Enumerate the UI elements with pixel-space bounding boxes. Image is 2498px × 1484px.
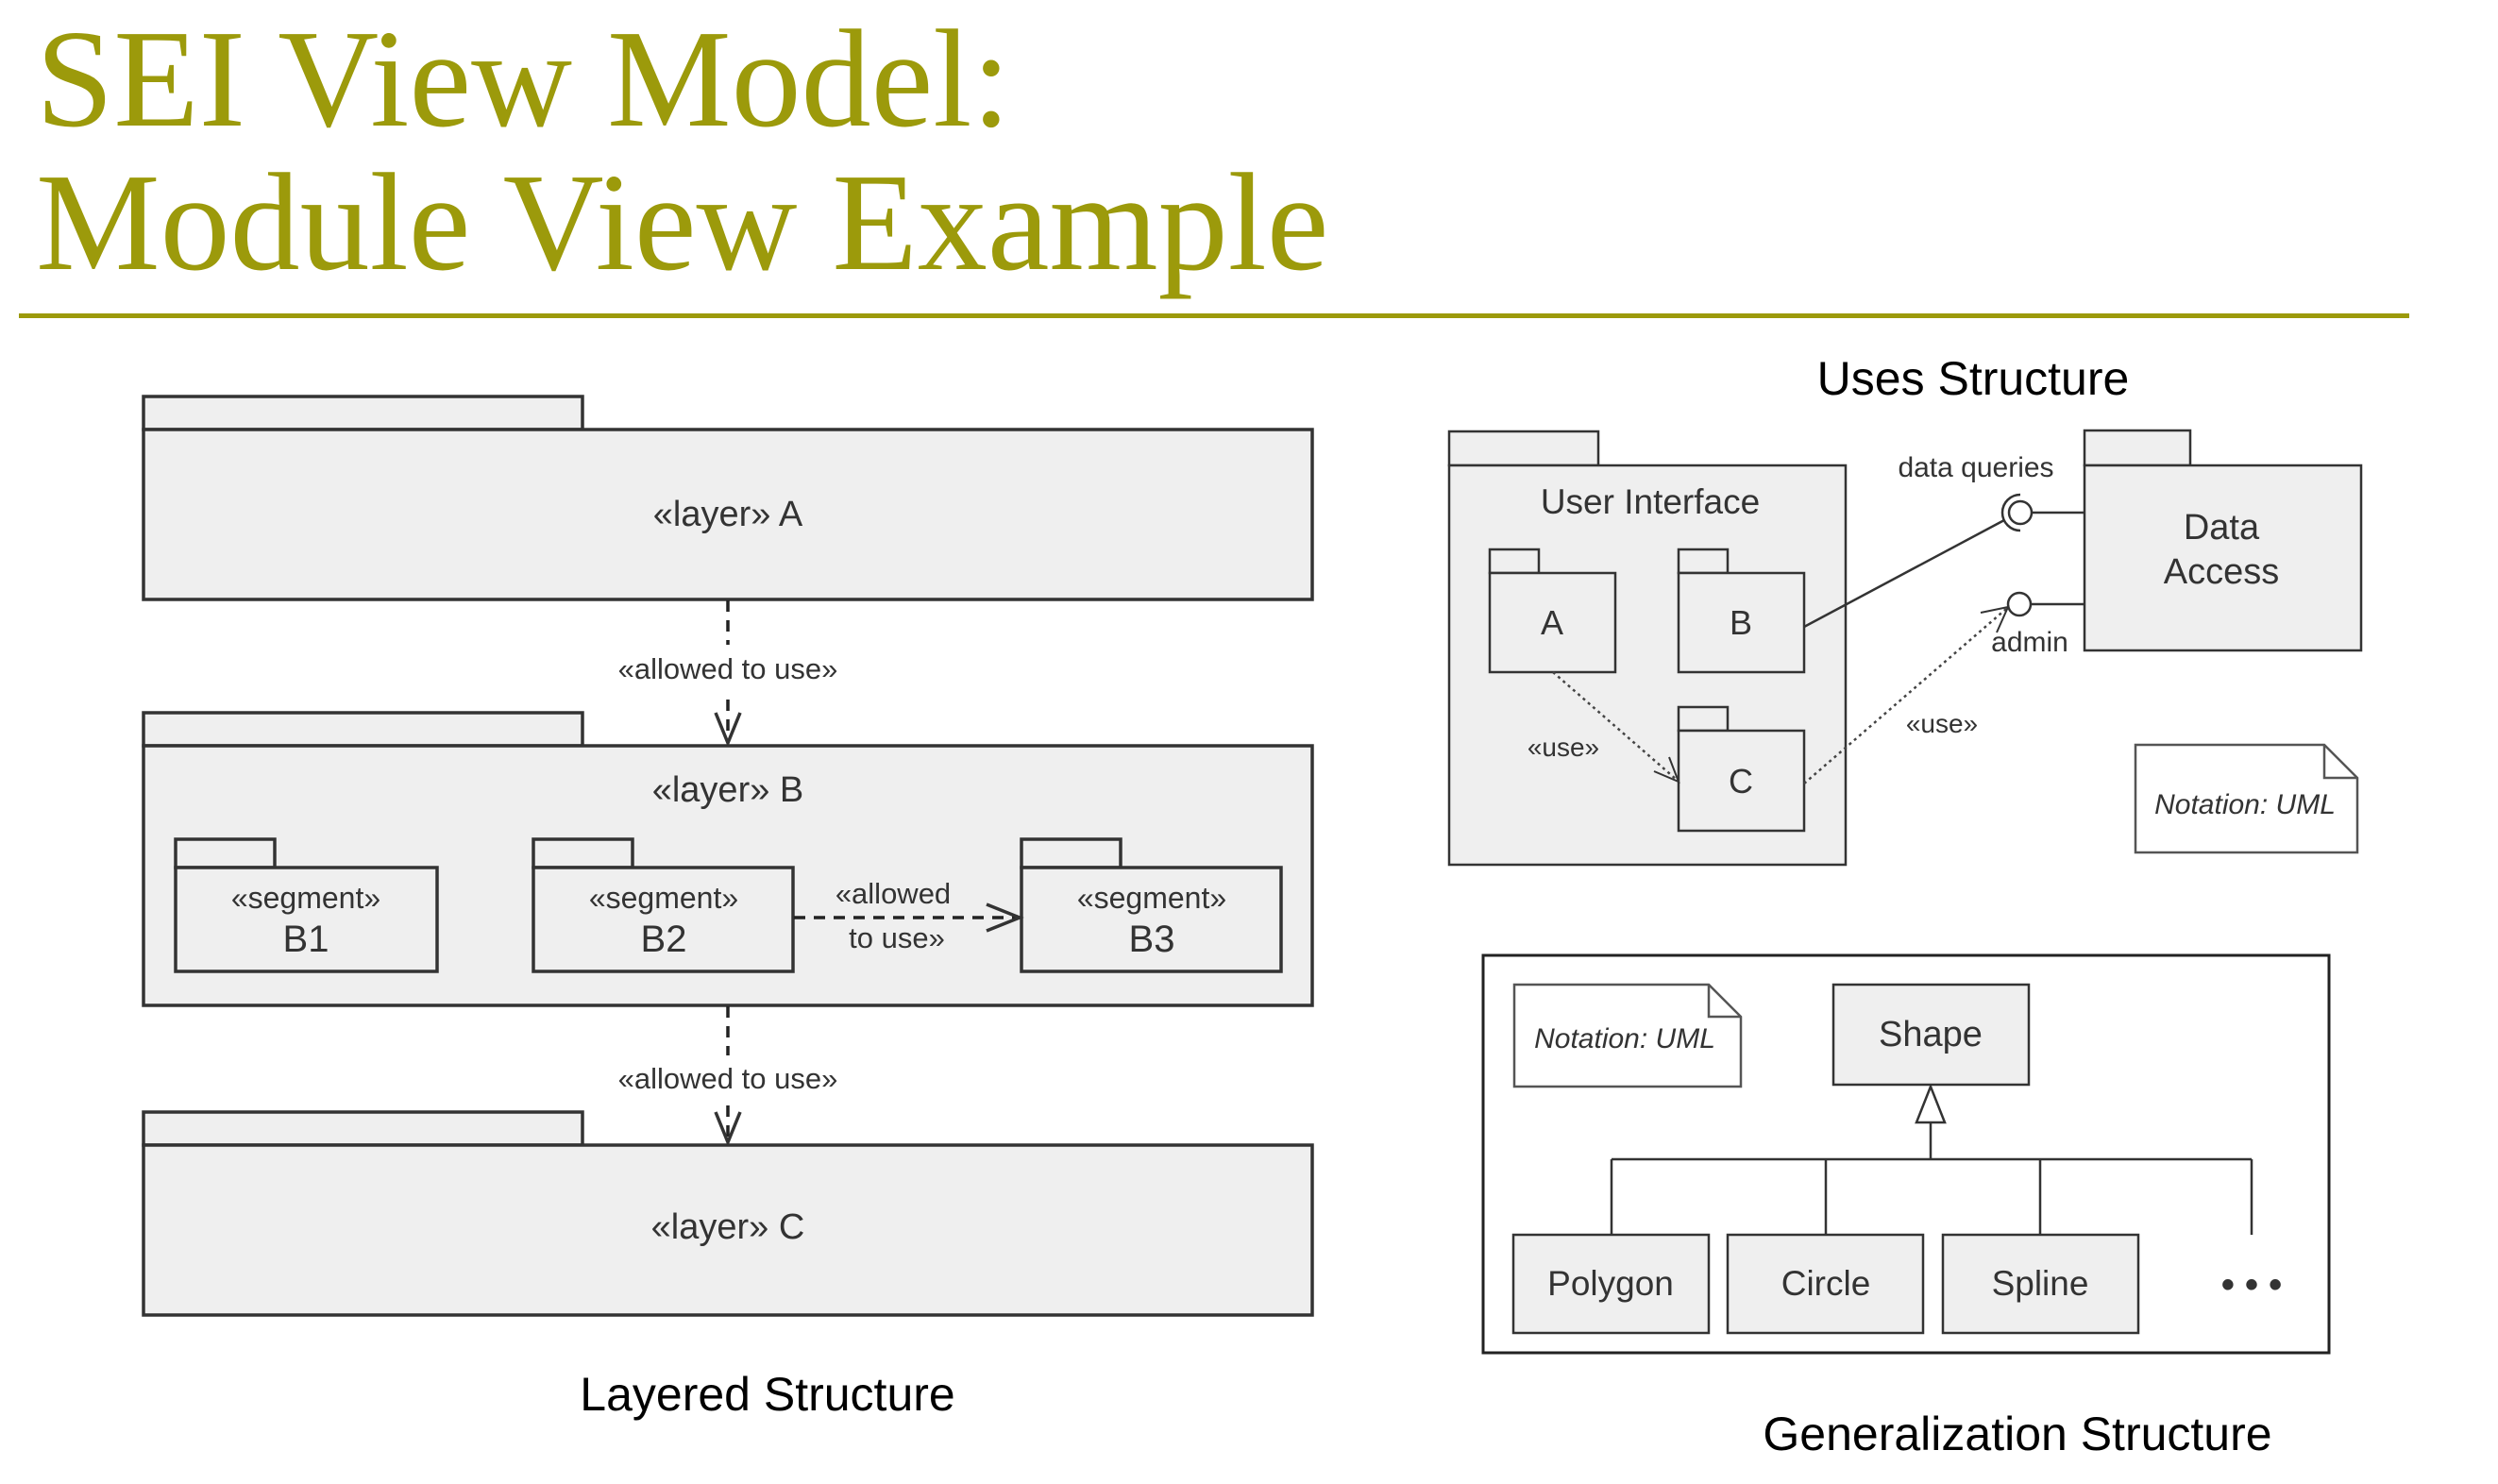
layer-a-label: «layer» A: [653, 495, 803, 534]
polygon-class-label: Polygon: [1547, 1264, 1674, 1303]
layer-c-package: «layer» C: [142, 1110, 1314, 1317]
layer-b-label: «layer» B: [652, 770, 804, 810]
module-b: B: [1677, 548, 1806, 674]
uses-notation-label: Notation: UML: [2154, 789, 2336, 820]
allowed-to-use-arrow-ab: «allowed to use»: [604, 600, 852, 748]
module-c: C: [1677, 705, 1806, 833]
uses-structure-caption: Uses Structure: [1817, 352, 2130, 405]
data-queries-label: data queries: [1898, 452, 2053, 483]
layer-c-label: «layer» C: [651, 1207, 805, 1247]
layer-a-package: «layer» A: [142, 395, 1314, 601]
data-access-package: Data Access: [2083, 429, 2363, 652]
uses-structure: Uses Structure User Interface A B: [1447, 352, 2363, 867]
module-c-label: C: [1729, 762, 1753, 801]
segment-b3-name: B3: [1129, 919, 1175, 960]
allowed-to-use-arrow-b2-b3: «allowed to use»: [794, 877, 1024, 954]
layered-structure: «layer» A «allowed to use» «layer» B «se…: [142, 395, 1314, 1421]
circle-class: Circle: [1726, 1233, 1925, 1335]
segment-b1-stereotype: «segment»: [231, 881, 380, 915]
generalization-notation-note: Notation: UML: [1512, 983, 1743, 1088]
generalization-structure-caption: Generalization Structure: [1763, 1408, 2271, 1460]
generalization-tree: [1610, 1083, 2253, 1235]
admin-label: admin: [1991, 627, 2068, 658]
use-label-a-c: «use»: [1527, 733, 1599, 762]
title-line-2: Module View Example: [36, 145, 1329, 300]
circle-class-label: Circle: [1781, 1264, 1871, 1303]
layer-b-package: «layer» B «segment» B1 «segment» B2: [142, 711, 1314, 1007]
spline-class: Spline: [1941, 1233, 2140, 1335]
generalization-structure: Notation: UML Shape Polygon: [1481, 953, 2331, 1460]
allowed-to-use-label-b2-b3-line1: «allowed: [835, 877, 951, 910]
use-arrow-a-to-c: «use»: [1527, 671, 1680, 784]
data-access-label-line1: Data: [2184, 508, 2260, 548]
more-classes-ellipsis: • • •: [2221, 1264, 2282, 1306]
module-a: A: [1488, 548, 1617, 674]
allowed-to-use-label-ab: «allowed to use»: [618, 652, 838, 685]
user-interface-label: User Interface: [1541, 482, 1760, 521]
module-a-label: A: [1541, 603, 1563, 642]
segment-b3-stereotype: «segment»: [1077, 881, 1226, 915]
allowed-to-use-label-bc: «allowed to use»: [618, 1062, 838, 1095]
segment-b2: «segment» B2: [532, 837, 795, 973]
polygon-class: Polygon: [1511, 1233, 1711, 1335]
uses-notation-note: Notation: UML: [2134, 743, 2359, 854]
layered-structure-caption: Layered Structure: [580, 1368, 954, 1421]
segment-b2-name: B2: [641, 919, 687, 960]
shape-class: Shape: [1831, 983, 2031, 1087]
spline-class-label: Spline: [1992, 1264, 2089, 1303]
allowed-to-use-arrow-bc: «allowed to use»: [604, 1006, 852, 1147]
user-interface-package: User Interface A B C: [1447, 430, 1848, 867]
data-queries-interface: data queries: [1803, 452, 2084, 629]
use-label-c-admin: «use»: [1906, 709, 1978, 738]
data-access-label-line2: Access: [2164, 552, 2279, 592]
admin-interface: admin: [1991, 591, 2084, 658]
segment-b2-stereotype: «segment»: [589, 881, 738, 915]
shape-class-label: Shape: [1879, 1015, 1983, 1054]
slide-title: SEI View Model: Module View Example: [36, 8, 1328, 295]
segment-b1: «segment» B1: [174, 837, 439, 973]
generalization-notation-label: Notation: UML: [1534, 1023, 1715, 1054]
allowed-to-use-label-b2-b3-line2: to use»: [849, 921, 945, 954]
segment-b1-name: B1: [283, 919, 329, 960]
segment-b3: «segment» B3: [1020, 837, 1283, 973]
use-arrow-c-to-admin: «use»: [1803, 605, 2010, 784]
title-line-1: SEI View Model:: [36, 2, 1011, 157]
module-b-label: B: [1730, 603, 1752, 642]
title-divider: [19, 313, 2409, 318]
